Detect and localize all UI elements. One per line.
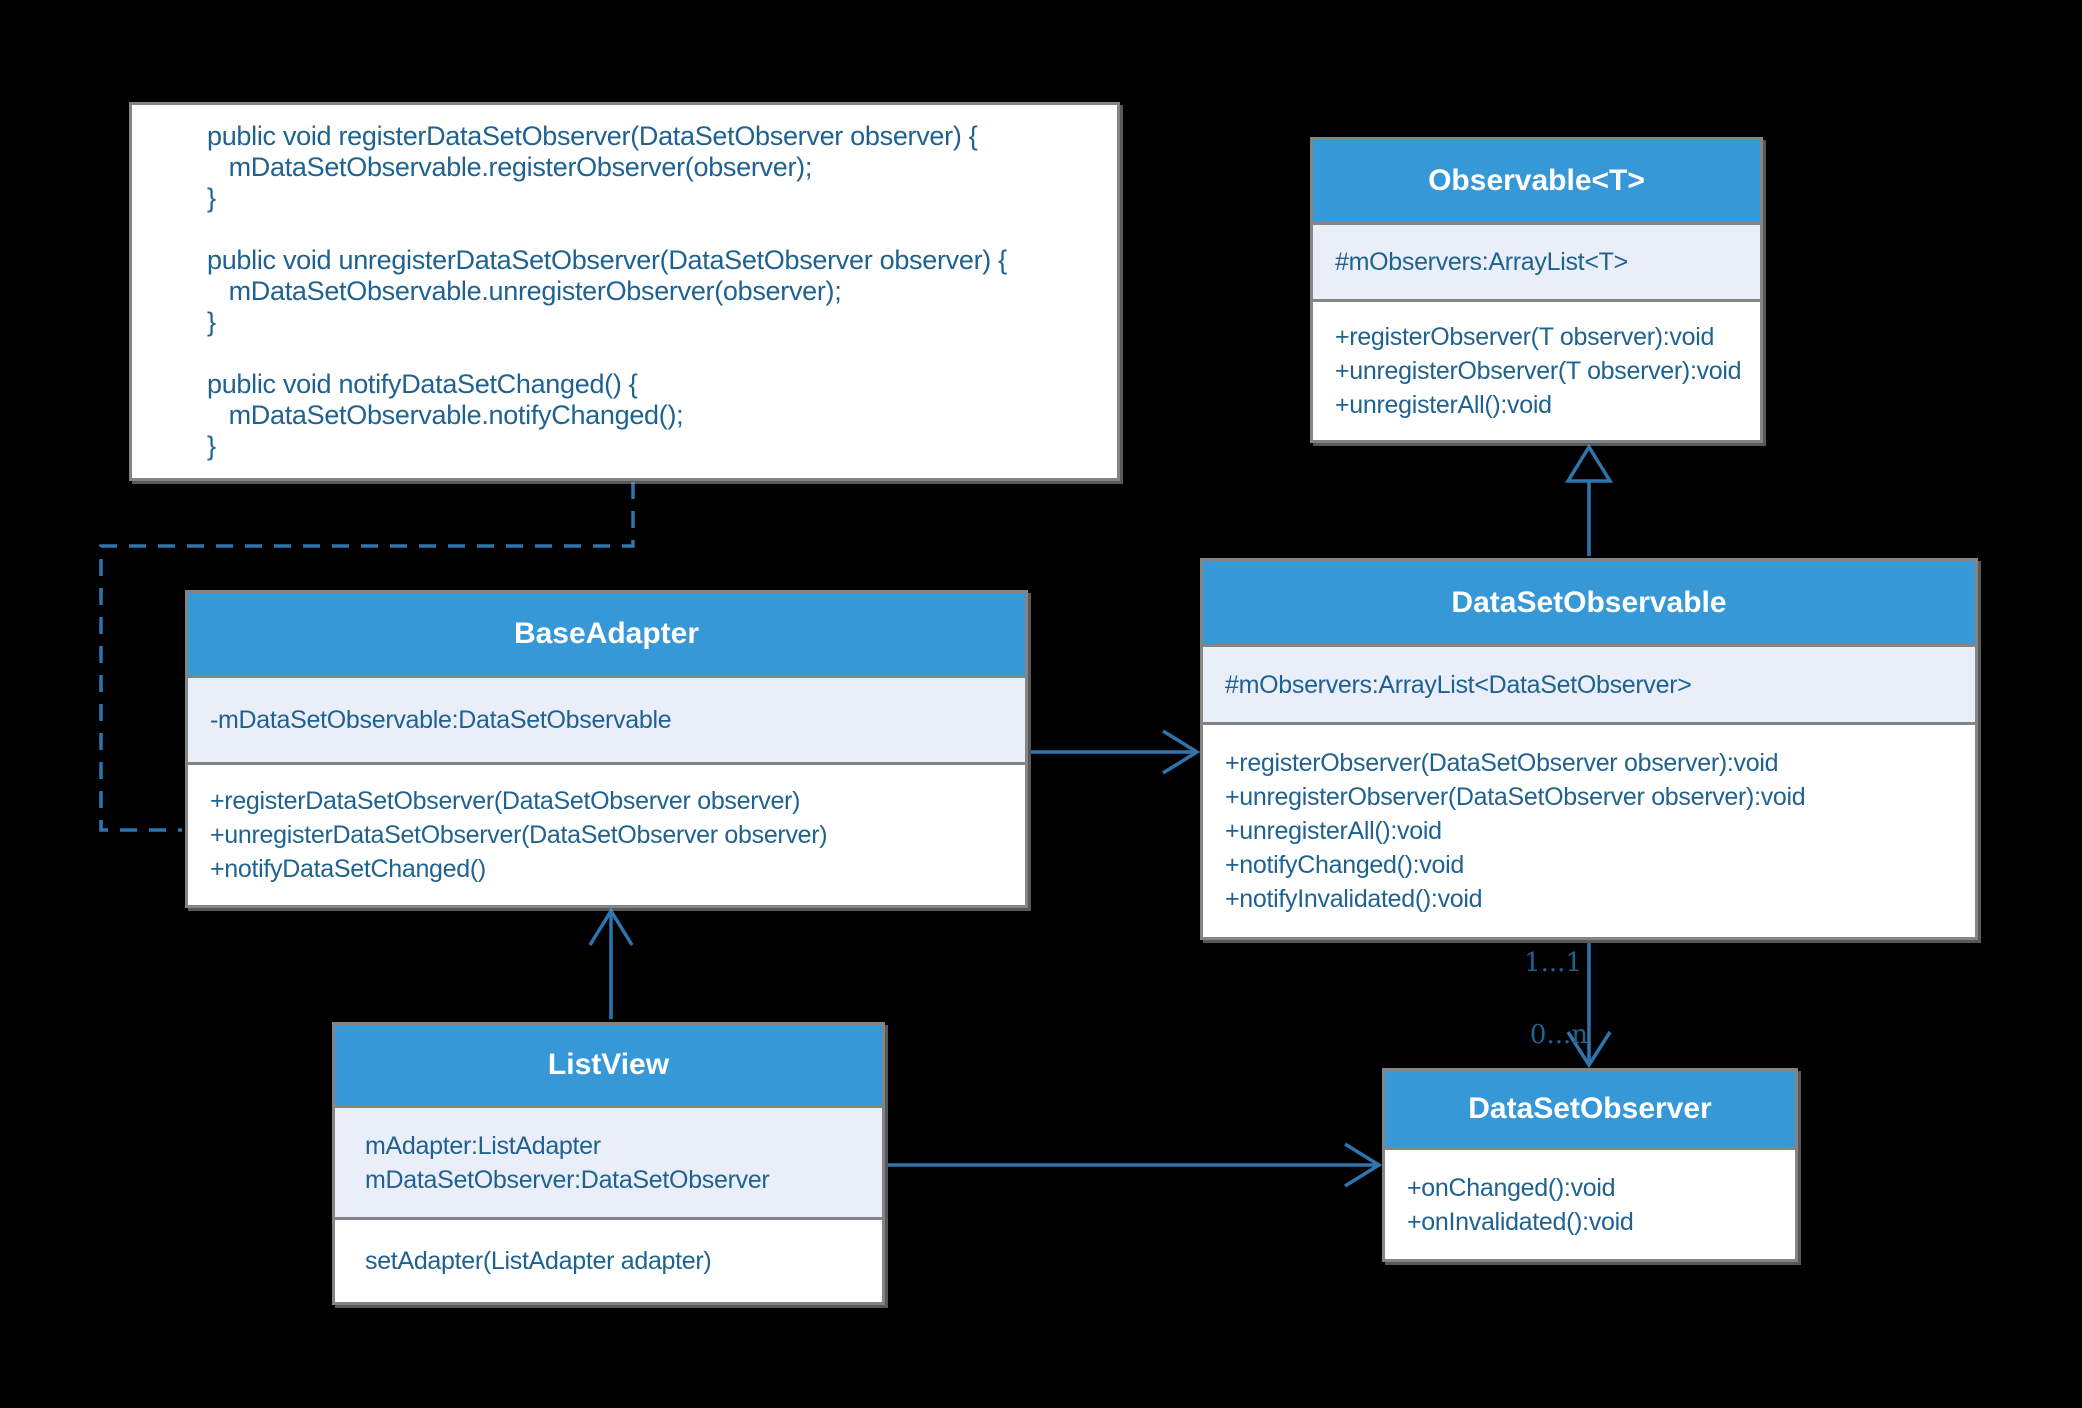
- method-line: +registerDataSetObserver(DataSetObserver…: [210, 787, 801, 815]
- attribute-line: -mDataSetObservable:DataSetObservable: [210, 706, 672, 734]
- method-line: +unregisterObserver(T observer):void: [1335, 357, 1742, 385]
- attribute-line: #mObservers:ArrayList<DataSetObserver>: [1225, 670, 1692, 699]
- code-line: public void notifyDataSetChanged() {: [207, 369, 638, 399]
- code-line: }: [207, 307, 216, 337]
- attribute-line: #mObservers:ArrayList<T>: [1335, 248, 1628, 276]
- class-box-list-view: ListView mAdapter:ListAdapter mDataSetOb…: [332, 1022, 885, 1305]
- method-line: +unregisterAll():void: [1225, 817, 1442, 845]
- class-title-base-adapter: BaseAdapter: [188, 593, 1025, 678]
- code-line: }: [207, 431, 216, 461]
- class-box-observable: Observable<T> #mObservers:ArrayList<T> +…: [1310, 137, 1763, 443]
- code-line: public void unregisterDataSetObserver(Da…: [207, 245, 1007, 275]
- code-line: mDataSetObservable.unregisterObserver(ob…: [207, 276, 842, 306]
- inheritance-triangle-icon: [1564, 443, 1614, 483]
- code-line: }: [207, 183, 216, 213]
- class-title-dataset-observable: DataSetObservable: [1203, 561, 1975, 647]
- class-box-base-adapter: BaseAdapter -mDataSetObservable:DataSetO…: [185, 590, 1028, 908]
- arrowhead-up-icon: [588, 907, 634, 946]
- class-title-observable: Observable<T>: [1313, 140, 1760, 225]
- attribute-line: mAdapter:ListAdapter: [365, 1131, 601, 1160]
- class-title-list-view: ListView: [335, 1025, 882, 1108]
- method-line: +onChanged():void: [1407, 1173, 1616, 1202]
- class-box-dataset-observable: DataSetObservable #mObservers:ArrayList<…: [1200, 558, 1978, 940]
- method-line: +unregisterDataSetObserver(DataSetObserv…: [210, 821, 828, 849]
- method-line: +notifyChanged():void: [1225, 851, 1464, 879]
- class-title-dataset-observer: DataSetObserver: [1385, 1071, 1795, 1150]
- code-line: public void registerDataSetObserver(Data…: [207, 121, 978, 151]
- method-line: setAdapter(ListAdapter adapter): [365, 1247, 712, 1275]
- code-line: [207, 214, 1107, 245]
- method-line: +notifyInvalidated():void: [1225, 885, 1483, 913]
- class-box-dataset-observer: DataSetObserver +onChanged():void +onInv…: [1382, 1068, 1798, 1262]
- arrowhead-right-icon: [1344, 1142, 1383, 1188]
- code-snippet-box: public void registerDataSetObserver(Data…: [129, 102, 1120, 481]
- code-line: [207, 338, 1107, 369]
- attribute-line: mDataSetObserver:DataSetObserver: [365, 1165, 770, 1194]
- code-line: mDataSetObservable.registerObserver(obse…: [207, 152, 813, 182]
- method-line: +notifyDataSetChanged(): [210, 855, 486, 883]
- code-line: mDataSetObservable.notifyChanged();: [207, 400, 684, 430]
- multiplicity-label-observer-side: 0...n: [1529, 1020, 1588, 1050]
- method-line: +registerObserver(DataSetObserver observ…: [1225, 749, 1779, 777]
- method-line: +onInvalidated():void: [1407, 1207, 1634, 1236]
- method-line: +unregisterAll():void: [1335, 391, 1552, 419]
- multiplicity-label-observable-side: 1...1: [1524, 948, 1582, 978]
- method-line: +unregisterObserver(DataSetObserver obse…: [1225, 783, 1806, 811]
- arrowhead-right-icon: [1162, 729, 1201, 775]
- method-line: +registerObserver(T observer):void: [1335, 323, 1715, 351]
